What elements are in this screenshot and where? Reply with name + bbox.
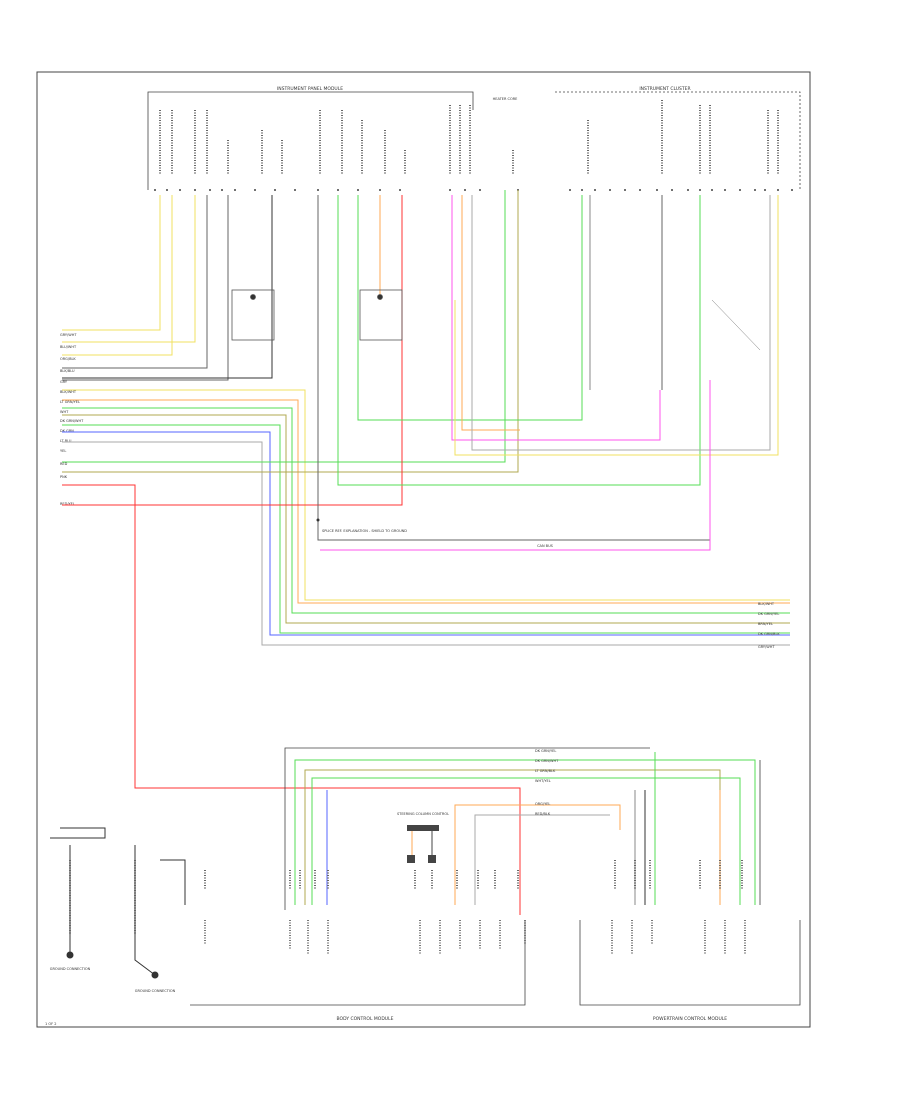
bottom-pin-ticks bbox=[204, 860, 743, 890]
left-label-4: GRY bbox=[60, 380, 68, 384]
wire-gray-center bbox=[317, 195, 711, 541]
wire-orange-bus bbox=[62, 399, 790, 604]
diagram-frame bbox=[36, 71, 811, 1028]
left-label-5: BLK/WHT bbox=[60, 390, 77, 394]
wire-yellow-1 bbox=[62, 195, 161, 331]
can-bus-label: CAN BUS bbox=[537, 544, 554, 548]
bottom-left-module-label: BODY CONTROL MODULE bbox=[337, 1016, 394, 1022]
bcm-label-0: DK GRN/YEL bbox=[535, 749, 556, 753]
right-label-4: GRY/WHT bbox=[758, 645, 775, 649]
right-stub-label: HEATER CORE bbox=[493, 97, 518, 101]
left-label-6: LT GRN/YEL bbox=[60, 400, 80, 404]
top-components bbox=[231, 289, 403, 341]
top-right-module-label: INSTRUMENT CLUSTER bbox=[639, 86, 690, 92]
steering-label: STEERING COLUMN CONTROL bbox=[397, 812, 449, 816]
right-label-2: BRN/YEL bbox=[758, 622, 773, 626]
right-label-3: DK GRN/BLK bbox=[758, 632, 780, 636]
wire-green-mid bbox=[357, 195, 583, 421]
left-label-10: LT BLU bbox=[60, 439, 72, 443]
ground-section bbox=[50, 827, 186, 979]
wire-olive-b1 bbox=[304, 769, 721, 905]
wire-green-long bbox=[62, 190, 506, 463]
wire-red-top bbox=[62, 195, 403, 506]
right-label-1: DK GRN/YEL bbox=[758, 612, 779, 616]
left-label-13: PNK bbox=[60, 475, 68, 479]
wire-green-bus-1 bbox=[62, 407, 790, 614]
bcm-wire-labels: DK GRN/YEL DK GRN/WHT LT GRN/BLK WHT/YEL… bbox=[535, 749, 559, 816]
page-number: 1 OF 2 bbox=[45, 1022, 56, 1026]
bottom-pin-name-ticks bbox=[204, 920, 746, 955]
wire-yellow-right bbox=[454, 195, 779, 456]
wire-black-1 bbox=[62, 195, 273, 379]
wires-top bbox=[62, 190, 790, 915]
top-left-module-label: INSTRUMENT PANEL MODULE bbox=[277, 86, 343, 92]
top-mid-module: HEATER CORE bbox=[493, 97, 518, 101]
wire-gray-bus bbox=[62, 441, 790, 646]
right-note-box bbox=[711, 299, 761, 351]
bcm-label-3: WHT/YEL bbox=[535, 779, 551, 783]
left-label-14: RED/YEL bbox=[60, 502, 75, 506]
wire-green-bus-2 bbox=[62, 424, 790, 634]
bottom-sensor: STEERING COLUMN CONTROL bbox=[397, 812, 449, 863]
wire-yellow-bus bbox=[62, 389, 790, 601]
wire-green-b2 bbox=[311, 777, 741, 905]
ground-right-label: GROUND CONNECTION bbox=[135, 989, 176, 993]
ground-left-label: GROUND CONNECTION bbox=[50, 967, 91, 971]
right-wire-labels: BLK/WHT DK GRN/YEL BRN/YEL DK GRN/BLK GR… bbox=[758, 602, 780, 649]
wire-orange-right bbox=[461, 195, 520, 431]
left-label-2: ORG/BLK bbox=[60, 357, 76, 361]
top-right-module: INSTRUMENT CLUSTER bbox=[555, 86, 801, 190]
component-box-center bbox=[359, 289, 403, 341]
bottom-right-module-label: POWERTRAIN CONTROL MODULE bbox=[653, 1016, 727, 1022]
wire-pink-right bbox=[451, 195, 661, 441]
bcm-label-2: LT GRN/BLK bbox=[535, 769, 556, 773]
wire-blue-bus bbox=[62, 431, 790, 636]
wire-red-main bbox=[62, 484, 521, 915]
left-label-1: BLU/WHT bbox=[60, 345, 77, 349]
wire-gray-2 bbox=[62, 195, 229, 381]
wire-yellow-2 bbox=[62, 195, 173, 356]
left-label-0: GRY/WHT bbox=[60, 333, 77, 337]
left-label-12: RED bbox=[60, 462, 68, 466]
wire-gray-right bbox=[471, 195, 771, 451]
bottom-left-module: BODY CONTROL MODULE bbox=[190, 747, 650, 1022]
wire-green-center bbox=[337, 195, 701, 486]
component-box-left bbox=[231, 289, 275, 341]
top-left-module: INSTRUMENT PANEL MODULE bbox=[147, 86, 474, 190]
bcm-label-4: ORG/YEL bbox=[535, 802, 550, 806]
right-label-0: BLK/WHT bbox=[758, 602, 775, 606]
left-wire-labels: GRY/WHT BLU/WHT ORG/BLK BLK/BLU GRY BLK/… bbox=[60, 333, 84, 506]
left-label-7: WHT bbox=[60, 410, 69, 414]
top-connector-pins bbox=[154, 189, 793, 191]
wire-olive-long bbox=[62, 190, 519, 473]
wire-green-b1 bbox=[294, 759, 756, 905]
left-label-9: DK GRN bbox=[60, 429, 74, 433]
splice-note: SPLICE REF. EXPLANATION - SHIELD TO GROU… bbox=[316, 518, 407, 533]
left-label-11: YEL bbox=[60, 449, 66, 453]
left-label-8: DK GRN/WHT bbox=[60, 419, 84, 423]
wire-olive-bus bbox=[62, 414, 790, 624]
splice-note-text: SPLICE REF. EXPLANATION - SHIELD TO GROU… bbox=[322, 529, 407, 533]
bcm-label-1: DK GRN/WHT bbox=[535, 759, 559, 763]
top-pin-name-ticks bbox=[159, 100, 779, 175]
bottom-right-module: POWERTRAIN CONTROL MODULE bbox=[579, 920, 801, 1022]
wires-bottom bbox=[294, 752, 761, 905]
wire-orange-b bbox=[454, 804, 621, 905]
wire-gray-1 bbox=[62, 195, 208, 369]
left-label-3: BLK/BLU bbox=[60, 369, 75, 373]
wire-pink-long bbox=[320, 380, 711, 551]
wire-gray-b bbox=[474, 814, 610, 905]
wire-yellow-3 bbox=[62, 195, 196, 343]
bcm-label-5: RED/BLK bbox=[535, 812, 551, 816]
